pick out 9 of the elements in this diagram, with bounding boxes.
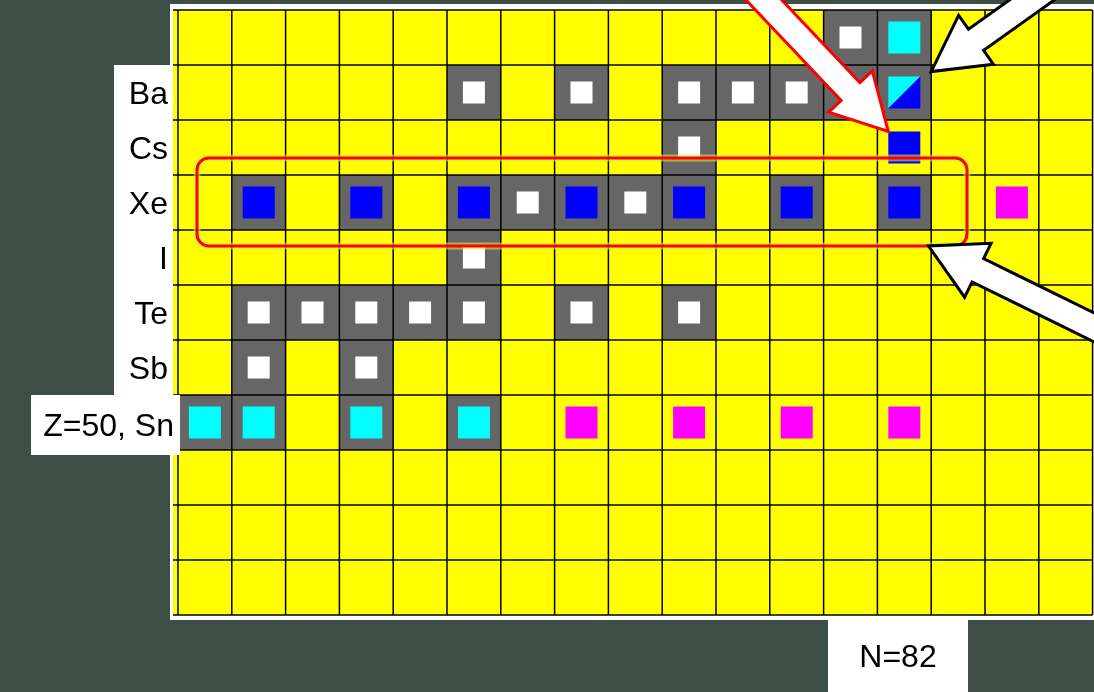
element-label: Cs <box>128 128 168 168</box>
row-label: Z=50, Sn <box>31 395 180 455</box>
element-label: Te <box>134 293 168 333</box>
element-label: Ba <box>128 73 168 113</box>
column-label: N=82 <box>828 620 968 692</box>
element-label: I <box>159 238 168 278</box>
element-label: Sb <box>128 348 168 388</box>
highlight-frame <box>193 154 971 250</box>
element-label: Xe <box>128 183 168 223</box>
